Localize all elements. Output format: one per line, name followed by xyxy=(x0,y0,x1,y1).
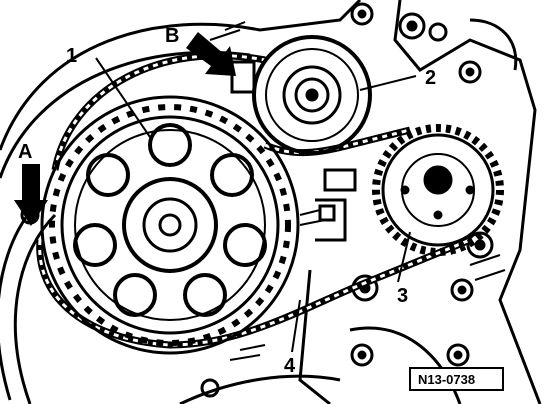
callout-3: 3 xyxy=(397,285,408,307)
callout-1: 1 xyxy=(66,45,77,67)
arrow-b xyxy=(186,32,236,76)
figure-id-box: N13-0738 xyxy=(409,367,504,391)
engine-housing xyxy=(0,0,542,404)
callout-a: A xyxy=(18,141,32,163)
bracket-detail xyxy=(315,168,357,242)
camshaft-sprocket xyxy=(40,95,300,355)
housing-hatching xyxy=(209,21,506,361)
arrow-a xyxy=(14,164,48,226)
callout-2: 2 xyxy=(425,67,436,89)
tension-roller xyxy=(230,35,372,155)
figure-id: N13-0738 xyxy=(418,372,475,387)
mounting-bolts xyxy=(20,2,494,398)
leader-lines xyxy=(95,57,417,353)
coolant-pump-sprocket xyxy=(372,124,504,256)
callout-4: 4 xyxy=(284,355,296,377)
callout-b: B xyxy=(165,25,179,47)
